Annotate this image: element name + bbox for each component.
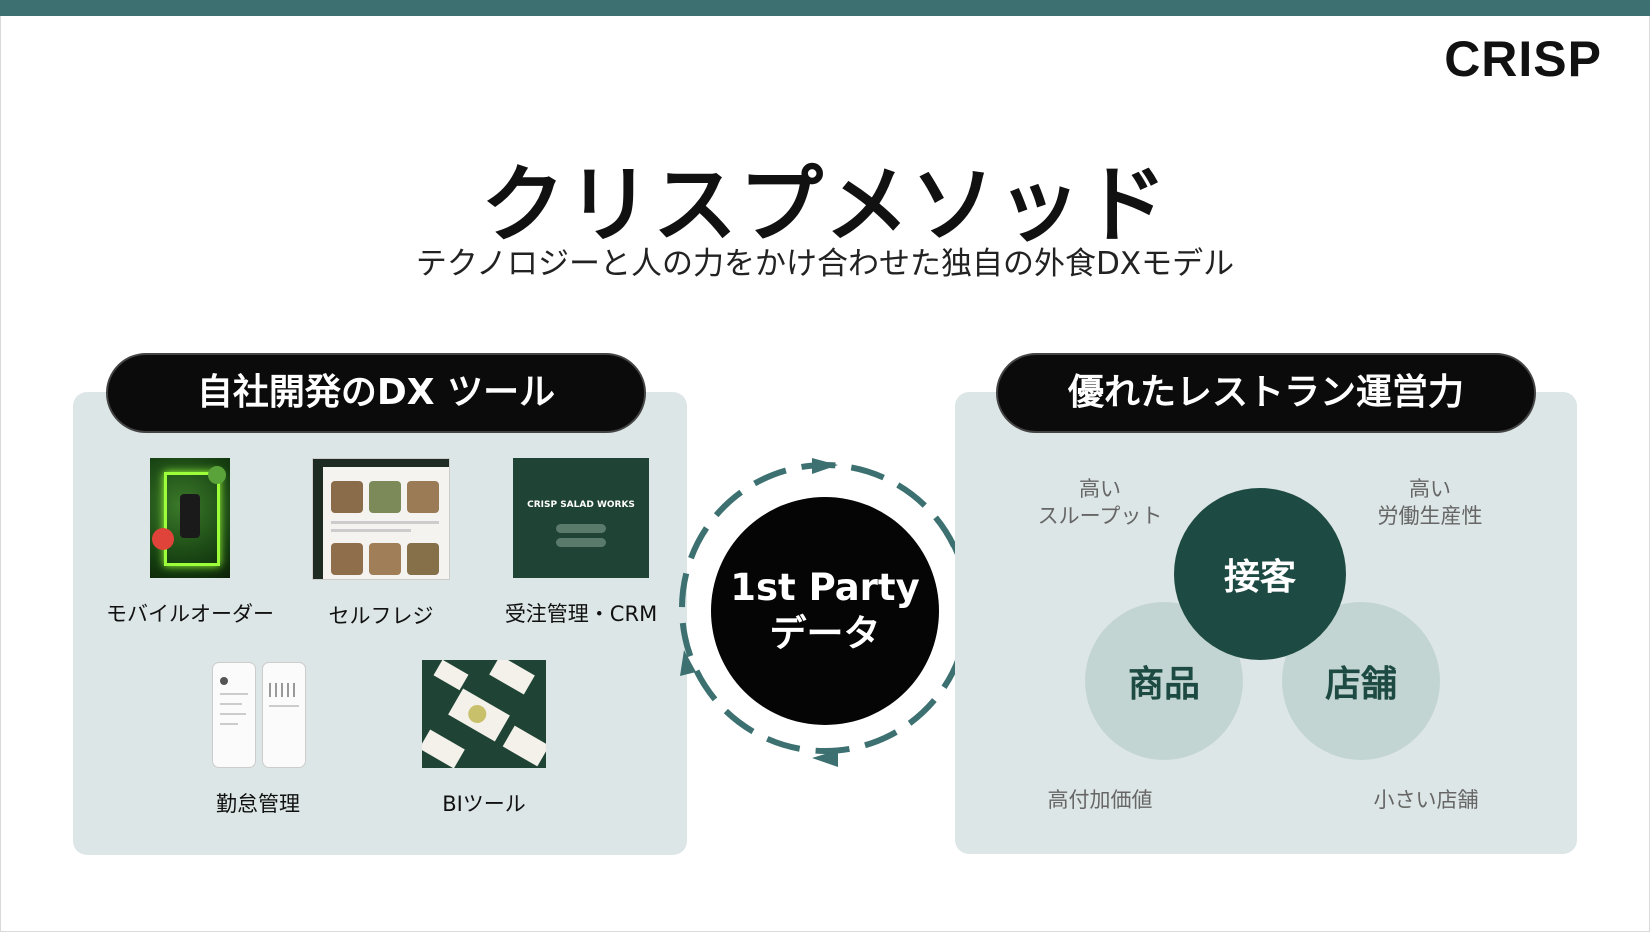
page-title: クリスプメソッド bbox=[480, 156, 1169, 254]
first-party-data-hub: 1st Party データ bbox=[711, 497, 939, 725]
note-high-productivity: 高い 労働生産性 bbox=[1377, 477, 1483, 528]
note-high-value-add: 高付加価値 bbox=[1047, 788, 1153, 812]
top-accent-bar bbox=[0, 0, 1650, 16]
crm-screen-title: CRISP SALAD WORKS bbox=[527, 500, 635, 510]
attendance-phones-image bbox=[206, 660, 310, 768]
brand-logo: CRISP bbox=[1444, 31, 1602, 87]
mobile-order-image bbox=[150, 458, 230, 578]
dx-tools-heading: 自社開発のDX ツール bbox=[106, 353, 646, 433]
note-small-store: 小さい店舗 bbox=[1373, 788, 1479, 812]
tool-label: セルフレジ bbox=[328, 604, 434, 628]
cycle-arrow-bottom-icon bbox=[812, 750, 838, 767]
hub-line-1: 1st Party bbox=[730, 566, 920, 609]
self-checkout-screen bbox=[312, 458, 450, 580]
circle-service: 接客 bbox=[1174, 488, 1346, 660]
crm-screen: CRISP SALAD WORKS bbox=[513, 458, 649, 578]
tool-self-checkout: セルフレジ bbox=[300, 458, 462, 630]
tool-crm: CRISP SALAD WORKS 受注管理・CRM bbox=[492, 458, 670, 628]
note-high-throughput: 高い スループット bbox=[1037, 477, 1163, 528]
tool-bi: BIツール bbox=[404, 660, 564, 818]
tool-label: 勤怠管理 bbox=[216, 792, 300, 816]
tool-label: BIツール bbox=[442, 792, 526, 816]
tool-label: モバイルオーダー bbox=[106, 602, 274, 626]
page-subtitle: テクノロジーと人の力をかけ合わせた独自の外食DXモデル bbox=[415, 246, 1235, 282]
tool-attendance: 勤怠管理 bbox=[188, 660, 328, 818]
operations-heading: 優れたレストラン運営力 bbox=[996, 353, 1536, 433]
circle-store: 店舗 bbox=[1282, 602, 1440, 760]
cycle-arrow-top-icon bbox=[812, 458, 838, 474]
bi-tool-image bbox=[422, 660, 546, 768]
cycle-arrow-left-icon bbox=[680, 650, 696, 676]
hub-line-2: データ bbox=[769, 612, 881, 655]
tool-label: 受注管理・CRM bbox=[504, 602, 658, 626]
tool-mobile-order: モバイルオーダー bbox=[92, 458, 288, 628]
